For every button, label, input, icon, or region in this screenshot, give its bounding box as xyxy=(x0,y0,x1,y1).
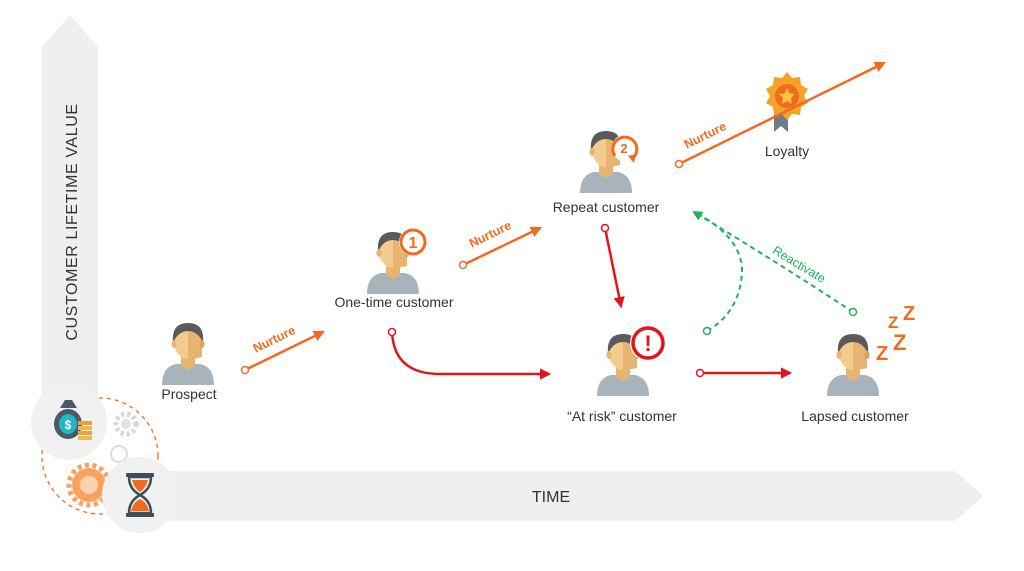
x-axis: TIME xyxy=(128,471,983,521)
one-time-badge-icon: 1 xyxy=(399,228,427,256)
lapsed-customer-icon xyxy=(827,334,879,396)
at-risk-customer-label: “At risk” customer xyxy=(567,408,677,424)
nurture-label-3: Nurture xyxy=(682,119,729,151)
loyalty-stage: Loyalty xyxy=(765,72,809,159)
nurture-label-2: Nurture xyxy=(467,218,514,250)
x-axis-label: TIME xyxy=(532,489,570,506)
at-risk-badge-mark: ! xyxy=(644,331,651,356)
at-risk-customer-stage: ! “At risk” customer xyxy=(567,325,677,424)
repeat-badge-icon: 2 xyxy=(611,134,640,163)
sleep-z-3: Z xyxy=(876,343,888,365)
repeat-customer-stage: 2 Repeat customer xyxy=(553,131,660,215)
at-risk-badge-icon: ! xyxy=(630,325,666,361)
nurture-arrow-2: Nurture xyxy=(458,218,543,270)
one-time-badge-number: 1 xyxy=(409,235,418,252)
prospect-icon xyxy=(162,323,214,385)
gears-icon xyxy=(66,411,139,508)
reactivate-arrows: Reactivate xyxy=(692,210,858,336)
loyalty-label: Loyalty xyxy=(765,143,809,159)
prospect-label: Prospect xyxy=(161,386,216,402)
reactivate-label: Reactivate xyxy=(770,243,828,285)
lapsed-customer-label: Lapsed customer xyxy=(801,408,909,424)
sleep-z-2: Z xyxy=(903,303,915,325)
nurture-label-1: Nurture xyxy=(251,323,298,355)
y-axis-arrow xyxy=(42,15,98,420)
repeat-customer-label: Repeat customer xyxy=(553,199,660,215)
x-axis-arrow xyxy=(128,471,983,521)
sleep-z-1: Z xyxy=(888,313,898,332)
y-axis-label: CUSTOMER LIFETIME VALUE xyxy=(64,103,81,340)
y-axis: CUSTOMER LIFETIME VALUE xyxy=(42,15,98,420)
one-time-to-at-risk-arrow xyxy=(387,327,552,380)
sleep-z-4: Z xyxy=(893,330,906,355)
lapsed-customer-stage: Z Z Z Z Lapsed customer xyxy=(801,303,915,424)
hourglass-icon xyxy=(102,457,178,533)
repeat-to-at-risk-arrow xyxy=(600,223,625,309)
at-risk-to-lapsed-arrow xyxy=(695,367,793,379)
medal-icon xyxy=(766,72,808,132)
repeat-badge-number: 2 xyxy=(620,141,627,156)
money-bag-icon: $ xyxy=(31,384,107,460)
svg-text:$: $ xyxy=(65,418,72,432)
sleep-icon: Z Z Z Z xyxy=(876,303,915,365)
origin-icons: $ xyxy=(31,384,178,533)
nurture-arrow-1: Nurture xyxy=(240,323,326,375)
one-time-customer-stage: 1 One-time customer xyxy=(334,228,454,310)
one-time-customer-label: One-time customer xyxy=(334,294,453,310)
prospect-stage: Prospect xyxy=(161,323,217,402)
